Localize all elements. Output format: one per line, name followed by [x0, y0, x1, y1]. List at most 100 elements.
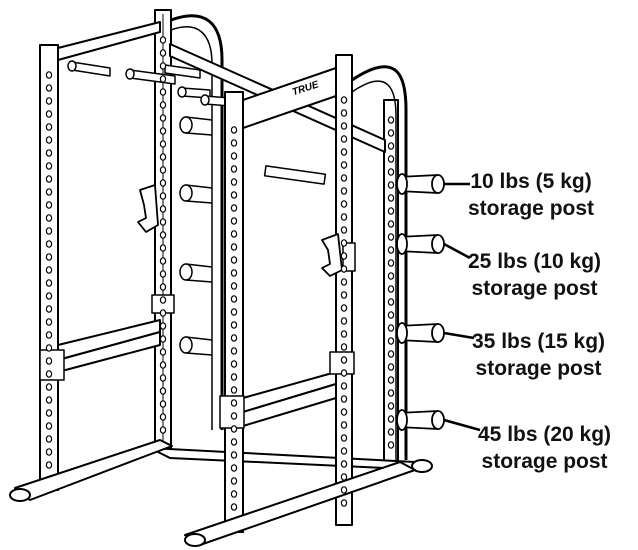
upright-hole — [230, 282, 238, 290]
upright-hole — [387, 402, 395, 410]
upright-hole — [159, 335, 167, 343]
upright-hole — [230, 308, 238, 316]
upright-hole — [387, 428, 395, 436]
upright-hole — [45, 461, 53, 469]
upright-hole — [340, 499, 348, 507]
upright-hole — [230, 412, 238, 420]
upright-hole — [45, 357, 53, 365]
upright-hole — [230, 178, 238, 186]
upright-hole — [45, 214, 53, 222]
upright-hole — [340, 239, 348, 247]
callout-label: storage post — [468, 197, 595, 220]
upright-hole — [230, 217, 238, 225]
upright-hole — [387, 194, 395, 202]
upright-hole — [230, 373, 238, 381]
upright-hole — [230, 230, 238, 238]
upright-hole — [340, 447, 348, 455]
upright-hole — [230, 295, 238, 303]
upright-hole — [159, 36, 167, 44]
upright-hole — [340, 473, 348, 481]
upright-hole — [340, 395, 348, 403]
upright-hole — [45, 292, 53, 300]
rear-arch-tube — [170, 14, 224, 430]
storage-posts — [396, 173, 445, 431]
upright-hole — [230, 191, 238, 199]
upright-hole — [340, 460, 348, 468]
upright-hole — [387, 298, 395, 306]
callout-35lbs: 35 lbs (15 kg) storage post — [472, 328, 605, 382]
upright-hole — [159, 49, 167, 57]
upright-hole — [387, 363, 395, 371]
upright-hole — [340, 213, 348, 221]
storage-post — [396, 233, 445, 255]
upright-hole — [45, 227, 53, 235]
callout-10lbs: 10 lbs (5 kg) storage post — [468, 168, 594, 222]
upright-hole — [45, 318, 53, 326]
upright-hole — [387, 168, 395, 176]
upright-hole — [230, 360, 238, 368]
upright-hole — [45, 422, 53, 430]
upright-hole — [159, 296, 167, 304]
upright-hole — [230, 269, 238, 277]
upright-hole — [387, 116, 395, 124]
upright-hole — [45, 188, 53, 196]
upright-hole — [45, 136, 53, 144]
upright-hole — [45, 331, 53, 339]
upright-hole — [340, 486, 348, 494]
upright-hole — [230, 503, 238, 511]
upright-hole — [45, 253, 53, 261]
callout-45lbs: 45 lbs (20 kg) storage post — [478, 421, 611, 475]
upright-hole — [45, 201, 53, 209]
upright-hole — [159, 387, 167, 395]
upright-hole — [159, 127, 167, 135]
upright-hole — [45, 448, 53, 456]
upright-hole — [230, 334, 238, 342]
upright-hole — [340, 200, 348, 208]
upright-hole — [340, 304, 348, 312]
upright-hole — [340, 109, 348, 117]
callout-label: storage post — [481, 450, 608, 473]
upright-hole — [387, 389, 395, 397]
upright-hole — [387, 415, 395, 423]
upright-hole — [45, 344, 53, 352]
upright-hole — [45, 383, 53, 391]
upright-hole — [159, 400, 167, 408]
upright-hole — [159, 231, 167, 239]
upright-hole — [387, 285, 395, 293]
upright-hole — [159, 374, 167, 382]
upright-hole — [159, 192, 167, 200]
upright-hole — [387, 272, 395, 280]
upright-hole — [340, 382, 348, 390]
upright-hole — [387, 441, 395, 449]
upright-hole — [45, 435, 53, 443]
upright-hole — [340, 148, 348, 156]
left-j-hook — [137, 184, 159, 233]
upright-hole — [340, 356, 348, 364]
upright-hole — [387, 337, 395, 345]
upright-hole — [45, 279, 53, 287]
upright-hole — [387, 246, 395, 254]
front-crossbeam — [242, 67, 337, 129]
upright-hole — [230, 152, 238, 160]
upright-hole — [340, 408, 348, 416]
upright-hole — [230, 126, 238, 134]
upright-hole — [45, 84, 53, 92]
upright-hole — [45, 266, 53, 274]
upright-hole — [45, 162, 53, 170]
callout-weight: 10 lbs (5 kg) — [470, 170, 592, 193]
upright-hole — [159, 257, 167, 265]
upright-hole — [45, 71, 53, 79]
upright-hole — [340, 291, 348, 299]
callout-leaders — [443, 182, 481, 432]
left-base — [14, 439, 173, 501]
upright-hole — [230, 165, 238, 173]
upright-hole — [230, 477, 238, 485]
callout-weight: 25 lbs (10 kg) — [468, 250, 602, 273]
upright-hole — [340, 135, 348, 143]
upright-hole — [340, 434, 348, 442]
upright-hole — [340, 174, 348, 182]
upright-hole — [159, 244, 167, 252]
upright-hole — [159, 114, 167, 122]
upright-hole — [45, 97, 53, 105]
upright-hole — [387, 324, 395, 332]
